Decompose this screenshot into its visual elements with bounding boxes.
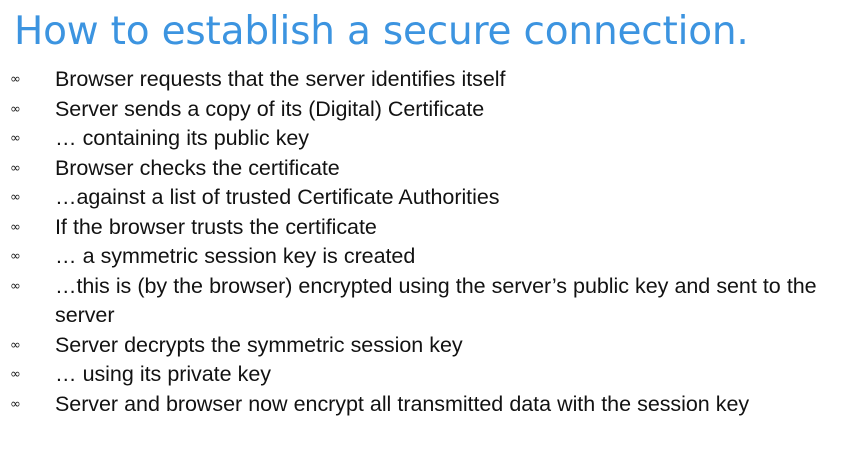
list-item-text: … using its private key xyxy=(55,362,271,386)
infinity-bullet-icon: ∞ xyxy=(10,367,21,382)
infinity-bullet-icon: ∞ xyxy=(10,337,21,353)
infinity-bullet-icon: ∞ xyxy=(10,131,21,146)
list-item-text: Server decrypts the symmetric session ke… xyxy=(55,332,463,357)
list-item: ∞ Browser requests that the server ident… xyxy=(0,65,865,95)
list-item-text: Server sends a copy of its (Digital) Cer… xyxy=(55,96,485,121)
list-item: ∞ …against a list of trusted Certificate… xyxy=(0,183,865,213)
list-item: ∞ Server decrypts the symmetric session … xyxy=(0,331,865,361)
infinity-bullet-icon: ∞ xyxy=(10,278,21,294)
list-item: ∞ Browser checks the certificate xyxy=(0,154,865,184)
infinity-bullet-icon: ∞ xyxy=(10,219,21,235)
list-item-text: Browser requests that the server identif… xyxy=(55,67,506,91)
infinity-bullet-icon: ∞ xyxy=(10,190,21,205)
list-item-text: If the browser trusts the certificate xyxy=(55,214,377,239)
infinity-bullet-icon: ∞ xyxy=(10,249,21,264)
infinity-bullet-icon: ∞ xyxy=(10,396,21,412)
list-item-text: …against a list of trusted Certificate A… xyxy=(55,185,500,209)
list-item: ∞ … using its private key xyxy=(0,360,865,390)
bullet-list: ∞ Browser requests that the server ident… xyxy=(0,65,865,419)
list-item-text: …this is (by the browser) encrypted usin… xyxy=(55,273,817,328)
list-item-text: … containing its public key xyxy=(55,126,309,150)
list-item: ∞ … a symmetric session key is created xyxy=(0,242,865,272)
list-item: ∞ Server sends a copy of its (Digital) C… xyxy=(0,95,865,125)
list-item: ∞ …this is (by the browser) encrypted us… xyxy=(0,272,865,331)
list-item-text: … a symmetric session key is created xyxy=(55,244,416,268)
page-title: How to establish a secure connection. xyxy=(14,9,749,54)
list-item: ∞ Server and browser now encrypt all tra… xyxy=(0,390,865,420)
list-item-text: Browser checks the certificate xyxy=(55,155,340,180)
list-item: ∞ If the browser trusts the certificate xyxy=(0,213,865,243)
infinity-bullet-icon: ∞ xyxy=(10,72,21,87)
list-item: ∞ … containing its public key xyxy=(0,124,865,154)
infinity-bullet-icon: ∞ xyxy=(10,160,21,176)
list-item-text: Server and browser now encrypt all trans… xyxy=(55,391,750,416)
infinity-bullet-icon: ∞ xyxy=(10,101,21,117)
